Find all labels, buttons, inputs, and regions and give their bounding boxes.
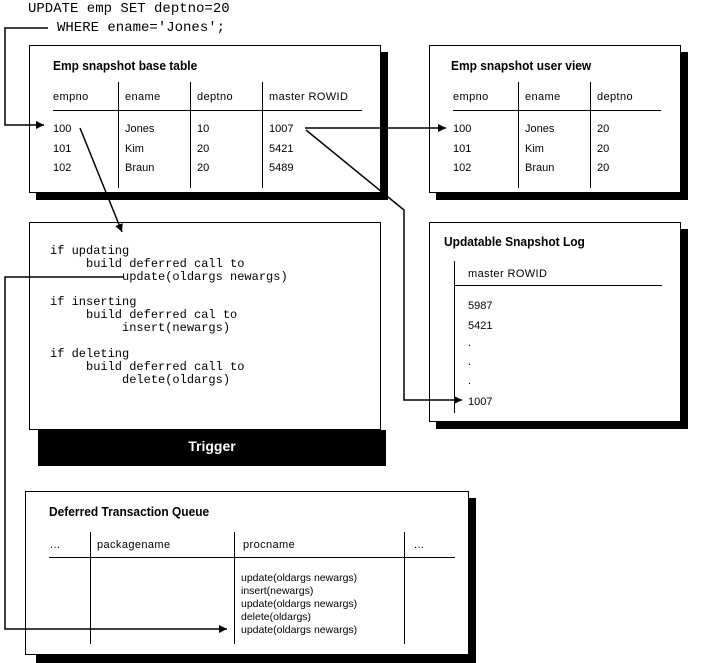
base-table-cell: 102	[53, 162, 72, 174]
user-view-title: Emp snapshot user view	[451, 58, 592, 73]
base-table-cell: 20	[197, 162, 210, 174]
snapshot-log-value: .	[468, 356, 472, 368]
snapshot-log-header-rule	[454, 285, 662, 286]
base-table-cell: 100	[53, 123, 72, 135]
sql-to-base-table-arrow	[4, 27, 48, 129]
base-table-header-empno: empno	[53, 91, 89, 103]
queue-procname-item: update(oldargs newargs)	[241, 624, 358, 636]
base-table-cell: Braun	[125, 162, 155, 174]
base-table-to-snapshot-log-arrow	[305, 129, 462, 404]
snapshot-log-value: 5987	[468, 300, 493, 312]
user-view-col-divider-1	[518, 82, 519, 188]
trigger-box: if updating build deferred call to updat…	[29, 222, 381, 430]
trigger-code-line: build deferred call to	[50, 257, 245, 271]
sql-line-1: UPDATE emp SET deptno=20	[28, 1, 230, 17]
base-table-col-divider-1	[118, 82, 119, 188]
user-view-header-rule	[453, 110, 661, 111]
base-table-cell: Kim	[125, 143, 144, 155]
queue-header-ellipsis-left: ...	[50, 539, 61, 551]
queue-col-divider-3	[404, 532, 405, 644]
user-view-cell: Kim	[525, 143, 544, 155]
snapshot-log-left-rule	[454, 261, 455, 413]
base-table-cell: 101	[53, 143, 72, 155]
snapshot-log-value: 1007	[468, 396, 493, 408]
user-view-box: Emp snapshot user view empno ename deptn…	[429, 45, 681, 193]
queue-title: Deferred Transaction Queue	[49, 504, 210, 519]
queue-procname-item: insert(newargs)	[241, 585, 314, 597]
base-table-header-rule	[53, 110, 362, 111]
trigger-code-line: if inserting	[50, 295, 137, 309]
base-table-title: Emp snapshot base table	[53, 58, 198, 73]
user-view-col-divider-2	[590, 82, 591, 188]
trigger-code-line: update(oldargs newargs)	[50, 270, 288, 284]
base-table-cell: 5421	[269, 143, 294, 155]
user-view-cell: 101	[453, 143, 472, 155]
queue-procname-item: update(oldargs newargs)	[241, 598, 358, 610]
user-view-header-ename: ename	[525, 91, 561, 103]
base-table-col-divider-2	[190, 82, 191, 188]
queue-header-packagename: packagename	[97, 539, 171, 551]
user-view-cell: 20	[597, 143, 610, 155]
trigger-label: Trigger	[188, 438, 236, 454]
user-view-cell: Braun	[525, 162, 555, 174]
trigger-code-line: insert(newargs)	[50, 321, 231, 335]
user-view-header-empno: empno	[453, 91, 489, 103]
base-table-cell: 5489	[269, 162, 294, 174]
trigger-code-line: build deferred cal to	[50, 308, 238, 322]
snapshot-log-title: Updatable Snapshot Log	[444, 234, 585, 249]
base-row-to-trigger-arrow	[79, 127, 123, 233]
base-table-header-master-rowid: master ROWID	[269, 91, 349, 103]
snapshot-log-value: .	[468, 337, 472, 349]
trigger-label-bar: Trigger	[38, 430, 386, 466]
queue-box: Deferred Transaction Queue ... packagena…	[25, 491, 469, 655]
trigger-code-line: delete(oldargs)	[50, 373, 231, 387]
user-view-cell: 102	[453, 162, 472, 174]
base-table-cell: Jones	[125, 123, 155, 135]
base-table-cell: 1007	[269, 123, 294, 135]
base-table-box: Emp snapshot base table empno ename dept…	[29, 45, 381, 193]
base-table-header-deptno: deptno	[197, 91, 234, 103]
snapshot-log-box: Updatable Snapshot Log master ROWID 5987…	[429, 222, 681, 422]
sql-line-2: WHERE ename='Jones';	[57, 20, 226, 36]
base-table-cell: 20	[197, 143, 210, 155]
queue-col-divider-2	[234, 532, 235, 644]
user-view-cell: 100	[453, 123, 472, 135]
queue-header-rule	[49, 557, 455, 558]
user-view-cell: 20	[597, 162, 610, 174]
trigger-code-line: build deferred call to	[50, 360, 245, 374]
user-view-cell: 20	[597, 123, 610, 135]
trigger-code-line: if deleting	[50, 347, 130, 361]
base-table-cell: 10	[197, 123, 210, 135]
queue-header-procname: procname	[243, 539, 296, 551]
queue-col-divider-1	[90, 532, 91, 644]
base-table-col-divider-3	[262, 82, 263, 188]
snapshot-log-value: .	[468, 375, 472, 387]
user-view-header-deptno: deptno	[597, 91, 634, 103]
snapshot-log-header: master ROWID	[468, 268, 548, 280]
snapshot-log-value: 5421	[468, 320, 493, 332]
trigger-code-line: if updating	[50, 244, 130, 258]
queue-procname-item: update(oldargs newargs)	[241, 572, 358, 584]
queue-header-ellipsis-right: ...	[414, 539, 425, 551]
user-view-cell: Jones	[525, 123, 555, 135]
base-table-header-ename: ename	[125, 91, 161, 103]
trigger-to-queue-arrow	[4, 276, 227, 633]
queue-procname-item: delete(oldargs)	[241, 611, 312, 623]
